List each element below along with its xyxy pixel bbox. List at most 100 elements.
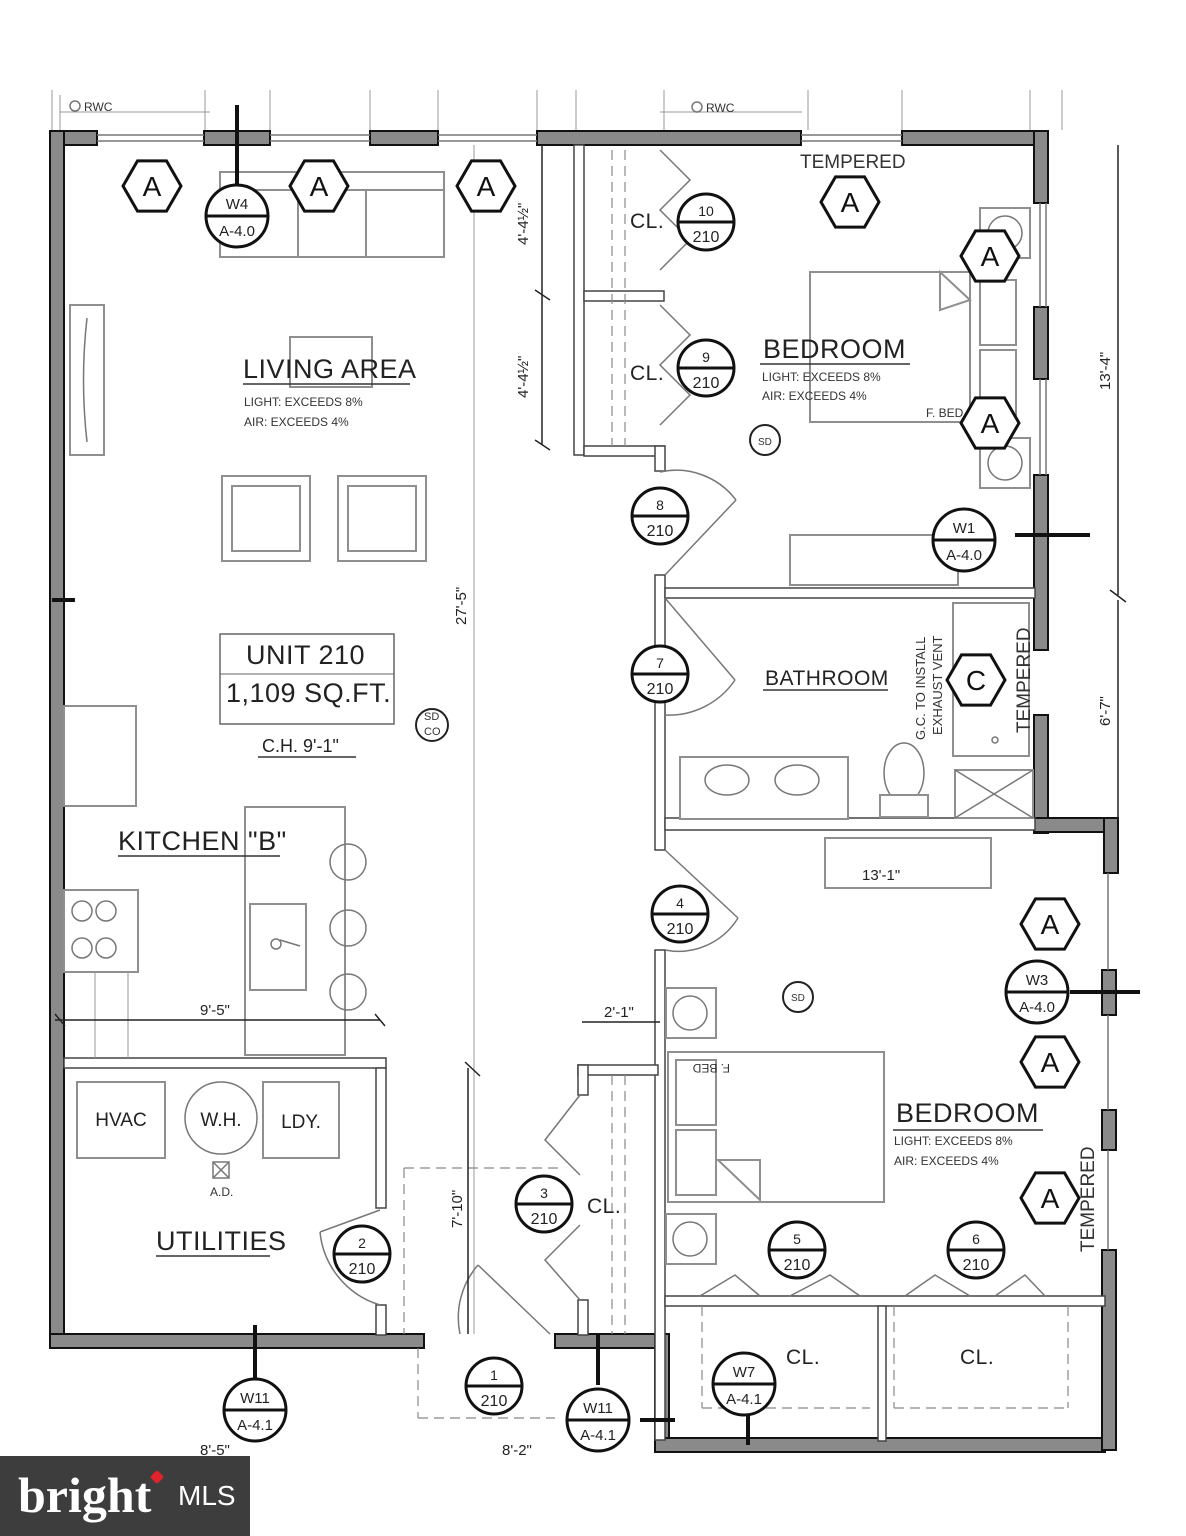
ceiling-height: C.H. 9'-1" [262, 736, 339, 756]
section-tag: W4A-4.0 [204, 183, 270, 249]
svg-text:27'-5": 27'-5" [453, 587, 470, 625]
unit-label-box [219, 633, 395, 725]
section-sheet: A-4.0 [219, 223, 255, 240]
rwc-marker-left: RWC [69, 100, 113, 114]
room-labels: LIVING AREA LIGHT: EXCEEDS 8% AIR: EXCEE… [95, 152, 1099, 1369]
door-number: 7 [656, 655, 664, 671]
door-tags: 1210221032104210521062107210821092101021… [332, 192, 1006, 1416]
bedroom2-light-note: LIGHT: EXCEEDS 8% [894, 1134, 1013, 1148]
door-number: 10 [698, 203, 714, 219]
section-tag: W1A-4.0 [931, 507, 997, 573]
door-number: 2 [358, 1235, 366, 1251]
door-tag: 4 210 [650, 884, 710, 944]
door-number: 8 [656, 497, 664, 513]
window-tag-hexagon: C [945, 653, 1007, 707]
furniture [63, 171, 1034, 1265]
section-tags: W4A-4.0W1A-4.0W3A-4.0W11A-4.1W11A-4.1W7A… [204, 183, 1070, 1453]
window-tag-hexagon: A [1019, 1171, 1081, 1225]
door-number: 9 [702, 349, 710, 365]
svg-text:4'-4½": 4'-4½" [515, 203, 532, 245]
svg-text:13'-1": 13'-1" [862, 867, 900, 884]
svg-text:6'-7": 6'-7" [1097, 696, 1114, 726]
unit-number: UNIT 210 [246, 640, 365, 670]
window-tag-hexagon: A [1019, 897, 1081, 951]
door-unit: 210 [693, 375, 720, 392]
section-id: W4 [226, 196, 249, 213]
bedroom1-title: BEDROOM [763, 334, 906, 364]
watermark-dot-icon [149, 1469, 165, 1485]
door-unit: 210 [647, 681, 674, 698]
section-tag: W3A-4.0 [1004, 959, 1070, 1025]
dimension-labels: 4'-4½" 4'-4½" 27'-5" 13'-4" 6'-7" 13'-1"… [200, 203, 1114, 1456]
rwc-label: RWC [706, 101, 735, 115]
door-unit: 210 [667, 921, 694, 938]
door-tag: 8 210 [630, 486, 690, 546]
bedroom1-light-note: LIGHT: EXCEEDS 8% [762, 370, 881, 384]
svg-text:13'-4": 13'-4" [1097, 352, 1114, 390]
bedroom2-air-note: AIR: EXCEEDS 4% [894, 1154, 999, 1168]
area-drain-label: A.D. [210, 1185, 233, 1199]
door-unit: 210 [963, 1257, 990, 1274]
svg-text:A: A [981, 241, 1000, 272]
closet-label: CL. [630, 362, 664, 385]
section-sheet: A-4.1 [580, 1427, 616, 1444]
unit-area: 1,109 SQ.FT. [226, 678, 391, 708]
bright-mls-watermark: bright MLS [0, 1456, 250, 1536]
closet-label: CL. [587, 1195, 621, 1218]
interior-walls [63, 144, 1106, 1442]
svg-text:4'-4½": 4'-4½" [515, 356, 532, 398]
svg-text:A: A [310, 171, 329, 202]
svg-text:SD: SD [791, 993, 805, 1004]
svg-text:8'-2": 8'-2" [502, 1442, 532, 1456]
door-unit: 210 [349, 1261, 376, 1278]
door-unit: 210 [481, 1393, 508, 1410]
floor-plan: RWC RWC [49, 90, 1140, 1456]
window-tag-hexagon: A [1019, 1035, 1081, 1089]
section-sheet: A-4.1 [237, 1417, 273, 1434]
svg-text:7'-10": 7'-10" [449, 1190, 466, 1228]
watermark-suffix: MLS [178, 1480, 236, 1511]
door-number: 4 [676, 895, 684, 911]
window-tag-hexagon: A [455, 159, 517, 213]
tempered-label: TEMPERED [1014, 627, 1035, 733]
section-sheet: A-4.0 [946, 547, 982, 564]
section-sheet: A-4.0 [1019, 999, 1055, 1016]
svg-text:A: A [477, 171, 496, 202]
laundry-label: LDY. [281, 1112, 321, 1133]
bedroom1-bed-label: F. BED [926, 406, 964, 420]
smoke-detectors: SD SD SD CO [415, 424, 814, 1013]
door-tag: 9 210 [676, 338, 736, 398]
section-sheet: A-4.1 [726, 1391, 762, 1408]
window-tag-hexagon: A [819, 175, 881, 229]
closet-dashes [403, 150, 1069, 1419]
door-tag: 2 210 [332, 1224, 392, 1284]
bedroom1-air-note: AIR: EXCEEDS 4% [762, 389, 867, 403]
door-unit: 210 [647, 523, 674, 540]
svg-text:SD: SD [424, 711, 439, 723]
svg-text:2'-1": 2'-1" [604, 1004, 634, 1021]
section-id: W1 [953, 520, 976, 537]
closet-label: CL. [786, 1346, 820, 1369]
svg-text:CO: CO [424, 726, 441, 738]
svg-text:8'-5": 8'-5" [200, 1442, 230, 1456]
window-tag-hexagon: A [959, 396, 1021, 450]
door-unit: 210 [784, 1257, 811, 1274]
utilities-title: UTILITIES [156, 1226, 287, 1256]
living-area-title: LIVING AREA [243, 354, 417, 384]
top-grid [51, 90, 1063, 130]
section-tag: W7A-4.1 [711, 1351, 777, 1417]
svg-text:SD: SD [758, 437, 772, 448]
rwc-label: RWC [84, 100, 113, 114]
bedroom2-bed-label: F. BED [692, 1061, 730, 1075]
vent-note-line2: EXHAUST VENT [930, 635, 945, 735]
door-number: 5 [793, 1231, 801, 1247]
section-id: W3 [1026, 972, 1049, 989]
svg-text:A: A [1041, 1047, 1060, 1078]
window-tag-hexagon: A [288, 159, 350, 213]
